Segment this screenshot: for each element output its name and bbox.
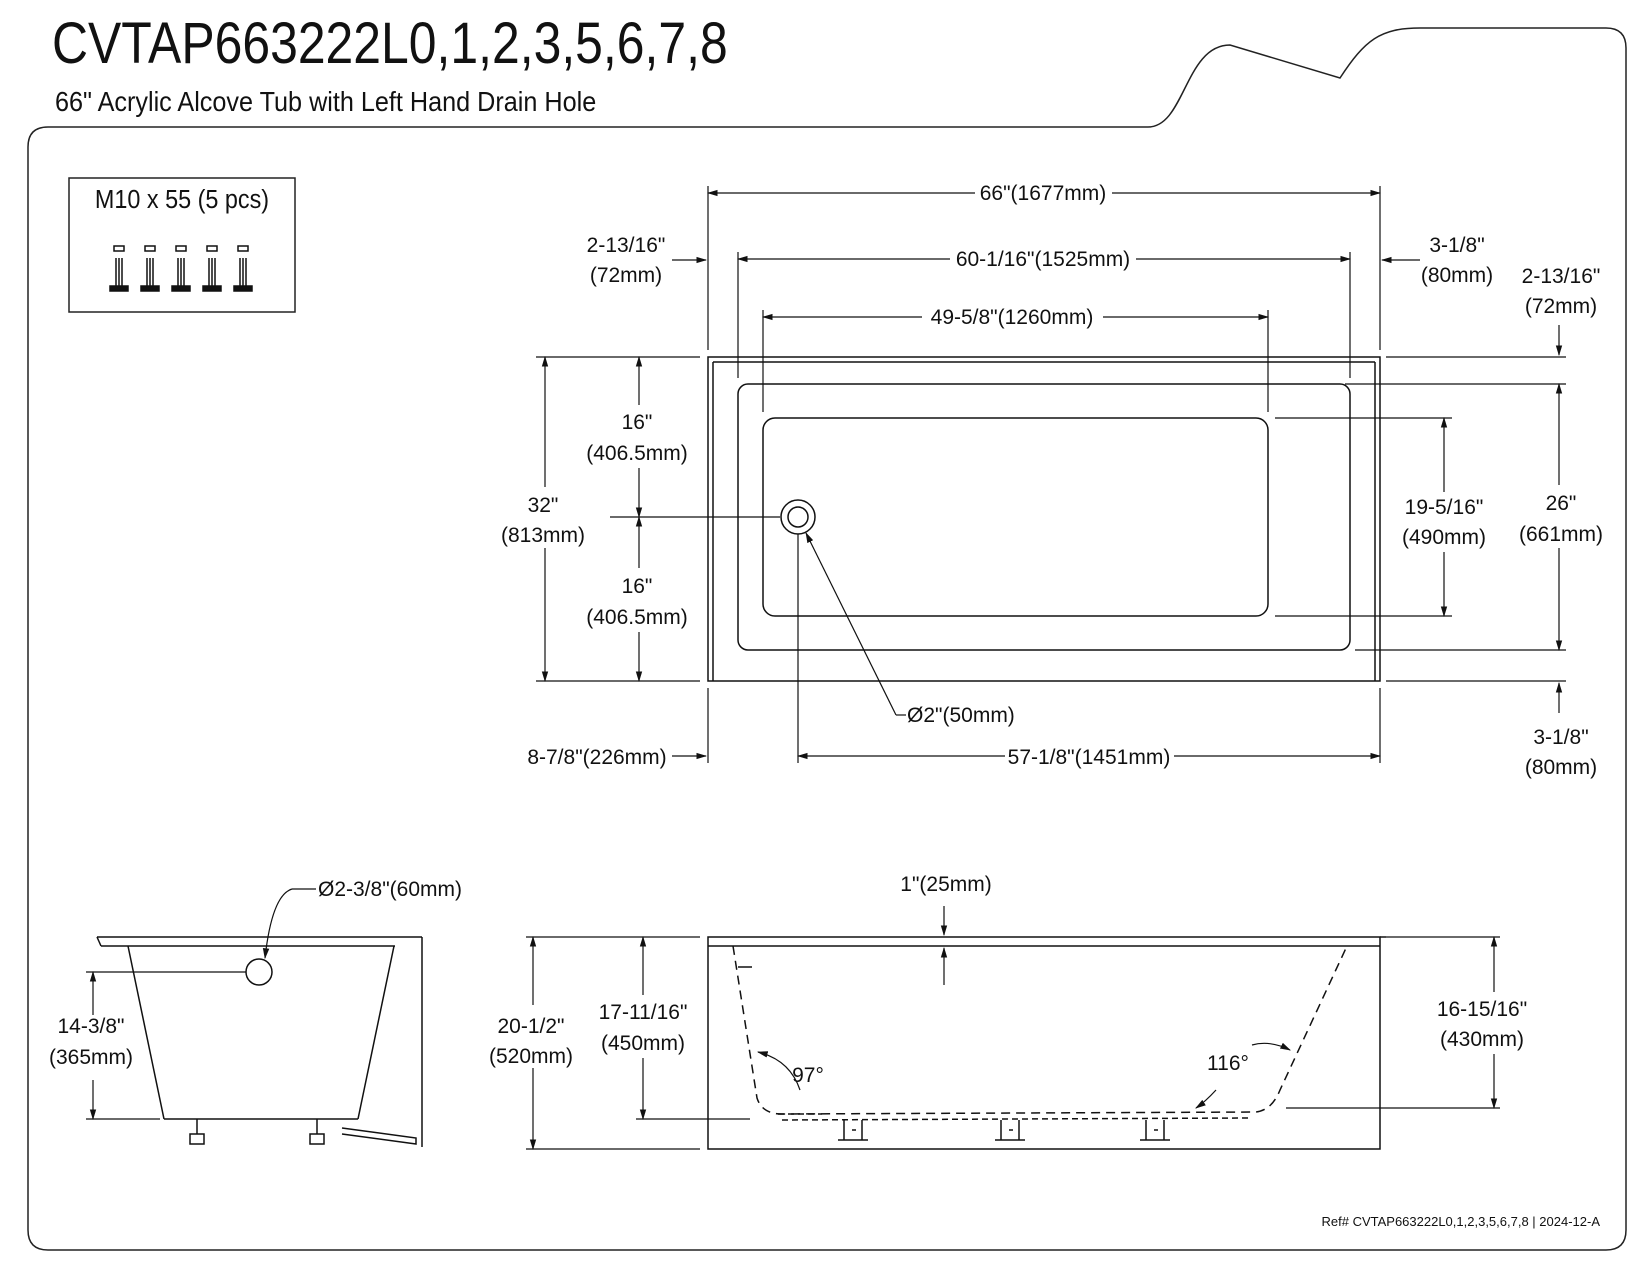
basin-width-mm: (490mm)	[1402, 526, 1486, 549]
back-flange-in: 2-13/16"	[1522, 265, 1601, 288]
right-depth-mm: (430mm)	[1440, 1028, 1524, 1051]
bolt-icon	[109, 245, 129, 292]
tub-outline	[707, 356, 1381, 682]
bolt-icon	[171, 245, 191, 292]
right-flange-in: 3-1/8"	[1429, 234, 1484, 257]
drain-to-end-label: 57-1/8"(1451mm)	[1008, 746, 1171, 769]
leveling-foot	[189, 1119, 205, 1145]
reference-number: Ref# CVTAP663222L0,1,2,3,5,6,7,8 | 2024-…	[1322, 1214, 1601, 1229]
support-foot	[1140, 1120, 1170, 1141]
tub-rim	[737, 383, 1351, 651]
right-depth-in: 16-15/16"	[1437, 998, 1527, 1021]
overflow-diameter-label: Ø2-3/8"(60mm)	[318, 878, 462, 901]
overall-height-mm: (520mm)	[489, 1045, 573, 1068]
half-width-bottom-mm: (406.5mm)	[586, 606, 688, 629]
right-angle-label: 116°	[1207, 1052, 1249, 1075]
overall-length-label: 66"(1677mm)	[980, 182, 1107, 205]
overflow-hole	[245, 958, 273, 986]
front-flange-in: 3-1/8"	[1533, 726, 1588, 749]
overall-width-mm: (813mm)	[501, 524, 585, 547]
support-foot	[995, 1120, 1025, 1141]
drain-diameter-label: Ø2"(50mm)	[907, 704, 1015, 727]
left-flange-mm: (72mm)	[590, 264, 662, 287]
overall-width-in: 32"	[528, 494, 559, 517]
front-view	[707, 936, 1386, 1150]
top-view	[707, 356, 1381, 682]
overall-height-in: 20-1/2"	[498, 1015, 565, 1038]
bolt-icons	[109, 245, 253, 292]
drain-hole	[780, 499, 816, 535]
left-flange-in: 2-13/16"	[587, 234, 666, 257]
side-view	[96, 936, 423, 1147]
left-angle-label: 97°	[792, 1064, 824, 1087]
back-flange-mm: (72mm)	[1525, 295, 1597, 318]
top-view-labels: 66"(1677mm) 60-1/16"(1525mm) 49-5/8"(126…	[501, 182, 1603, 779]
side-view-labels: Ø2-3/8"(60mm) 14-3/8" (365mm)	[49, 878, 462, 1069]
right-flange-mm: (80mm)	[1421, 264, 1493, 287]
basin-width-in: 19-5/16"	[1405, 496, 1484, 519]
front-view-labels: 1"(25mm) 20-1/2" (520mm) 17-11/16" (450m…	[489, 873, 1527, 1087]
bolt-icon	[202, 245, 222, 292]
apron-outline	[707, 936, 1381, 1150]
inner-rim-length-label: 60-1/16"(1525mm)	[956, 248, 1130, 271]
product-description: 66" Acrylic Alcove Tub with Left Hand Dr…	[55, 86, 597, 117]
overflow-height-mm: (365mm)	[49, 1046, 133, 1069]
rim-thickness-label: 1"(25mm)	[900, 873, 991, 896]
leveling-foot	[309, 1119, 325, 1145]
bolt-icon	[140, 245, 160, 292]
basin-profile	[732, 945, 1348, 1115]
drain-offset-label: 8-7/8"(226mm)	[527, 746, 666, 769]
left-depth-mm: (450mm)	[601, 1032, 685, 1055]
half-width-top-in: 16"	[622, 411, 653, 434]
inner-width-in: 26"	[1546, 492, 1577, 515]
half-width-top-mm: (406.5mm)	[586, 442, 688, 465]
half-width-bottom-in: 16"	[622, 575, 653, 598]
overflow-height-in: 14-3/8"	[58, 1015, 125, 1038]
support-foot	[838, 1120, 868, 1141]
hardware-box: M10 x 55 (5 pcs)	[68, 177, 296, 313]
side-view-dimensions	[86, 888, 316, 1121]
top-view-dimensions	[536, 186, 1566, 763]
bolt-icon	[233, 245, 253, 292]
front-view-dimensions	[526, 906, 1500, 1151]
hardware-label: M10 x 55 (5 pcs)	[95, 186, 269, 214]
basin-length-label: 49-5/8"(1260mm)	[931, 306, 1094, 329]
left-depth-in: 17-11/16"	[599, 1001, 688, 1024]
sheet-frame	[27, 27, 1627, 1251]
model-number-title: CVTAP663222L0,1,2,3,5,6,7,8	[52, 11, 728, 76]
inner-width-mm: (661mm)	[1519, 523, 1603, 546]
front-flange-mm: (80mm)	[1525, 756, 1597, 779]
tub-basin	[762, 417, 1269, 617]
